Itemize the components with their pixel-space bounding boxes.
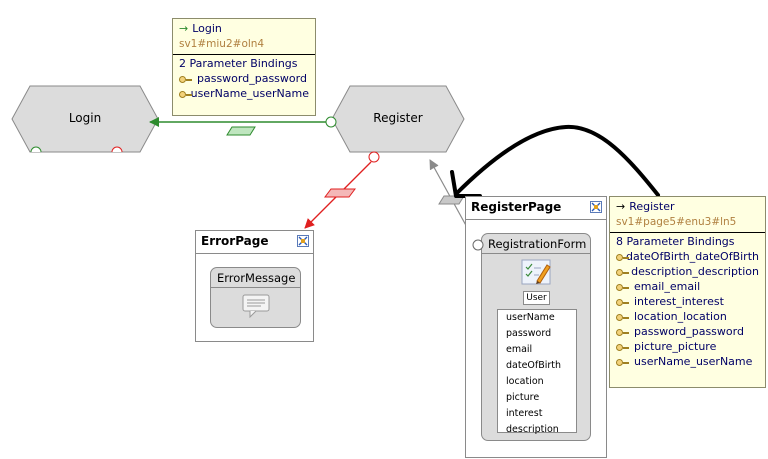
key-icon [616,328,630,336]
key-icon [616,313,630,321]
speech-bubble-icon [242,294,270,318]
form-edit-icon [521,259,551,285]
key-icon [616,298,630,306]
key-icon [179,75,193,83]
key-icon [616,358,630,366]
login-ok-port [30,146,42,153]
error-message-unit[interactable]: ErrorMessage [210,267,301,328]
form-field[interactable]: userName [506,312,555,323]
tooltip-register-binding: userName_userName [610,354,765,369]
entity-label: User [523,291,550,305]
form-field[interactable]: password [506,328,552,339]
tooltip-login-bindings-header: 2 Parameter Bindings [179,57,298,70]
tooltip-login-title: →Login [179,22,222,35]
tooltip-register-id: sv1#page5#enu3#ln5 [616,216,737,228]
key-icon [179,90,192,98]
page-grid-icon [297,235,309,247]
arrow-icon: → [179,22,189,35]
form-field[interactable]: picture [506,392,540,403]
form-field[interactable]: location [506,376,544,387]
register-page[interactable]: RegisterPage RegistrationForm User userN… [465,196,607,458]
login-node-label: Login [68,111,102,125]
tooltip-login-binding: password_password [173,71,315,86]
login-ko-port [111,146,123,153]
page-grid-icon [590,201,602,213]
tooltip-register-binding: interest_interest [610,294,765,309]
key-icon [616,253,629,261]
tooltip-register-bindings-header: 8 Parameter Bindings [616,235,735,248]
tooltip-login-id: sv1#miu2#oln4 [179,38,265,50]
tooltip-register-binding: email_email [610,279,765,294]
tooltip-login-binding: userName_userName [173,86,315,101]
registration-form-unit[interactable]: RegistrationForm User userName password … [481,233,591,441]
form-field[interactable]: email [506,344,533,355]
login-node-shape[interactable] [11,85,159,153]
form-outgoing-port [472,239,484,251]
tooltip-register-binding: description_description [610,264,765,279]
ko-link-parameter-marker[interactable] [324,188,356,198]
register-node-label: Register [373,111,423,125]
arrow-icon: → [616,200,626,213]
register-ko-port [368,151,380,163]
error-page-title: ErrorPage [201,234,269,248]
tooltip-register-binding: password_password [610,324,765,339]
form-field[interactable]: interest [506,408,543,419]
ok-link-parameter-marker[interactable] [226,126,256,136]
register-ok-port [325,116,337,128]
registration-form-title: RegistrationForm [488,237,587,251]
form-field[interactable]: dateOfBirth [506,360,562,371]
form-field-list: userName password email dateOfBirth loca… [497,309,577,435]
key-icon [616,283,630,291]
form-field[interactable]: description [506,424,559,435]
register-link-tooltip: →Register sv1#page5#enu3#ln5 8 Parameter… [609,196,766,388]
tooltip-register-binding: picture_picture [610,339,765,354]
key-icon [616,343,630,351]
error-page[interactable]: ErrorPage ErrorMessage [195,230,314,342]
error-message-title: ErrorMessage [217,271,296,285]
tooltip-register-binding: location_location [610,309,765,324]
key-icon [616,268,630,276]
register-page-title: RegisterPage [471,200,562,214]
login-link-tooltip: →Login sv1#miu2#oln4 2 Parameter Binding… [172,18,316,116]
annotation-arrow [454,124,660,197]
tooltip-register-title: →Register [616,200,675,213]
tooltip-register-binding: dateOfBirth_dateOfBirth [610,249,765,264]
